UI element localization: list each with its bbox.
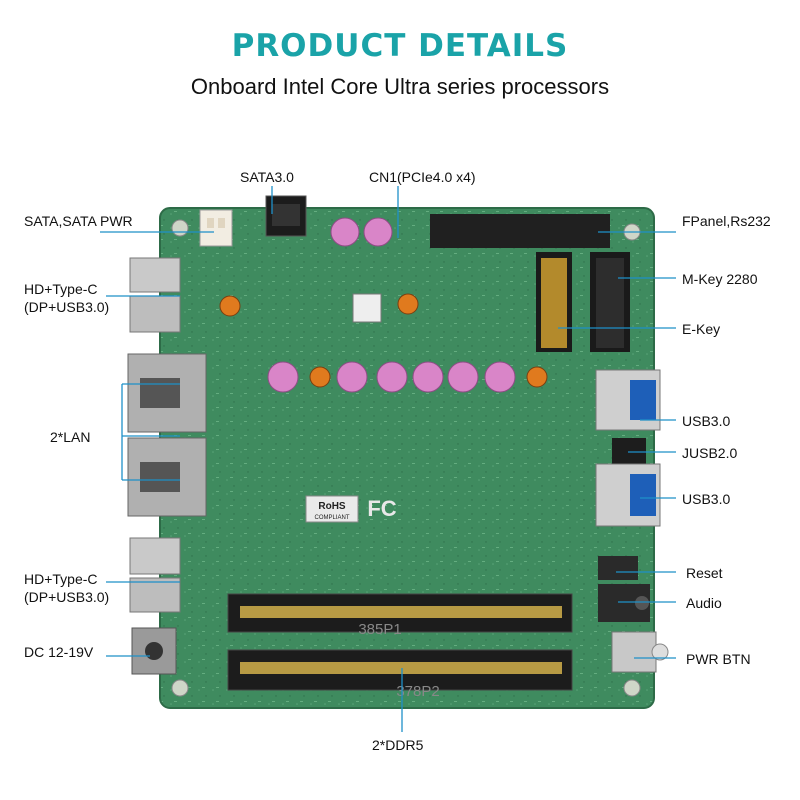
fc-mark: FC [367,496,396,521]
audio-jack [598,584,650,622]
callout-lines [100,186,676,732]
callout-hd-typec-bottom-line1: HD+Type-C [24,571,98,587]
callout-ekey: E-Key [682,321,721,337]
capacitors-top [219,217,419,317]
usb30-bottom-port [595,463,661,527]
callout-hd-typec-bottom-line2: (DP+USB3.0) [24,589,110,605]
callout-mkey: M-Key 2280 [682,271,758,287]
callout-cn1: CN1(PCIe4.0 x4) [369,169,476,185]
callout-reset: Reset [686,565,723,581]
sata-connector [265,195,307,237]
callout-hd-typec-bottom: HD+Type-C (DP+USB3.0) [24,570,109,606]
callout-sata30: SATA3.0 [240,169,294,185]
m2-slots [536,252,630,352]
callout-sata-pwr: SATA,SATA PWR [24,213,133,229]
callout-fpanel: FPanel,Rs232 [682,213,771,229]
power-button [611,631,669,673]
hdmi-typec-bottom-port [129,537,181,613]
lan-ports [127,353,207,517]
callout-jusb20: JUSB2.0 [682,445,738,461]
usb30-top-port [595,369,661,431]
rohs-compliant-mark: COMPLIANT [314,515,349,521]
callout-usb30-bottom: USB3.0 [682,491,731,507]
callout-hd-typec-top-line1: HD+Type-C [24,281,98,297]
hdmi-typec-top-port [129,257,181,333]
page-subtitle: Onboard Intel Core Ultra series processo… [190,74,610,99]
callout-lan: 2*LAN [50,429,91,445]
slot1-silkscreen: 385P1 [358,621,401,638]
capacitor-row [267,361,548,393]
rohs-mark: RoHS [318,501,346,512]
callout-usb30-top: USB3.0 [682,413,731,429]
dc-jack [131,627,177,675]
callout-dc: DC 12-19V [24,644,94,660]
callout-hd-typec-top-line2: (DP+USB3.0) [24,299,110,315]
qr-label [352,293,382,323]
callout-hd-typec-top: HD+Type-C (DP+USB3.0) [24,280,109,316]
fpanel-header [430,214,610,248]
ddr5-slots: 385P1 378P2 [227,593,573,700]
sata-power-connector [199,209,233,247]
callout-audio: Audio [686,595,722,611]
pcb-board [159,207,655,709]
certification-marks: RoHS COMPLIANT FC [305,495,397,523]
callout-ddr5: 2*DDR5 [372,737,424,753]
slot2-silkscreen: 378P2 [396,683,439,700]
callout-pwr-btn: PWR BTN [686,651,751,667]
reset-button [598,556,638,580]
page-title: PRODUCT DETAILS [231,28,569,64]
